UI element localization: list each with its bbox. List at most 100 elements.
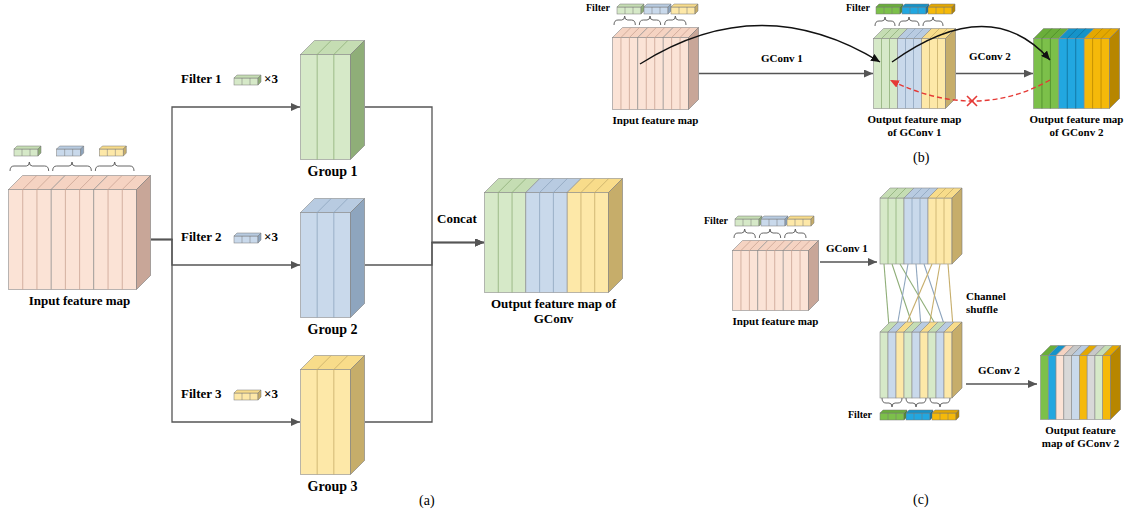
filter-icon [906,410,933,420]
slice-line [108,190,109,290]
shape-part [644,7,668,14]
slice-line [317,41,331,55]
shape-part [761,219,785,226]
slice-line [882,29,892,39]
slice-line [905,39,906,109]
shape-part [242,393,243,400]
shape-part [876,4,903,7]
shape-part [695,4,698,14]
filter-icon [234,390,261,400]
block-front [567,193,608,293]
panel-label: (c) [913,492,929,508]
feature-map: Output feature map of GConv 2 [1029,28,1125,138]
shape-part [940,413,941,420]
slice-line [937,39,938,109]
edge-label: Filter 2 [180,230,223,245]
block-front [920,332,928,398]
shape-part [803,219,804,226]
slice-line [333,55,334,160]
slice-line [553,179,567,193]
slice-line [334,356,348,370]
shape-part [735,219,759,226]
block-side [952,188,962,264]
map-caption: Input feature map [611,114,701,127]
slice-line [749,241,759,251]
shape-part [250,393,251,400]
block-front [9,190,52,290]
filter-icon [928,4,955,14]
slice-line [672,28,682,38]
shape-part [57,146,84,149]
map-caption: Output feature map of GConv 2 [1036,424,1126,449]
slice-line [936,188,946,198]
diagram-label: GConv 1 [826,242,868,255]
brace [10,162,49,171]
shape-part [22,149,23,156]
shape-part [956,410,959,420]
block-front [301,213,351,318]
shape-part [914,413,915,420]
shape-part [932,410,959,413]
shape-part [625,7,626,14]
block-side [351,41,365,160]
filter-icon [671,4,698,14]
diagram-label: Filter [846,2,870,14]
feature-map-block [300,198,365,318]
map-caption: Group 2 [293,322,373,338]
connector [151,240,300,423]
edge-label: GConv 2 [968,50,1012,63]
slice-line [539,193,540,293]
slice-line [800,251,801,311]
shape-part [880,410,907,413]
brace [899,17,919,26]
slice-line [581,179,595,193]
slice-line [749,251,750,311]
feature-block [880,322,962,398]
slice-line [938,29,948,39]
shape-part [72,149,73,156]
filter-icon [57,146,84,156]
slice-line [929,39,930,109]
slice-line [740,251,741,311]
block-front [1087,356,1095,420]
map-caption: Output feature map of GConv [489,297,619,327]
block-side [1111,346,1121,420]
slice-line [936,198,937,264]
connector [956,73,1033,74]
slice-line [1101,39,1102,109]
slice-line [122,176,136,190]
feature-map-block [1033,28,1120,109]
edge-label: Filter 1 [180,72,223,87]
shape-part [617,7,641,14]
slice-line [595,179,609,193]
shape-part [918,7,919,14]
block-front [1084,39,1109,109]
diagram-label: ×3 [264,72,278,87]
slice-line [766,241,776,251]
diagram-label: ×3 [264,230,278,245]
connector [365,243,484,423]
edge-label: GConv 1 [760,52,804,65]
feature-map: Group 3 [293,355,373,495]
shape-part [876,7,900,14]
shape-part [679,7,680,14]
shape-part [258,390,261,400]
feature-map: Input feature map [611,27,701,127]
brace [906,398,926,407]
feature-block [880,188,962,264]
shape-part [123,146,126,156]
panel-label: (a) [419,493,435,509]
shuffle-line [905,264,932,327]
feature-block [485,179,623,293]
slice-line [317,55,318,160]
slice-line [888,188,898,198]
filter-icon [99,146,126,156]
shape-part [944,7,945,14]
shape-part [928,4,955,7]
shape-part [641,4,644,14]
shuffle-line [900,264,937,327]
block-front [51,190,94,290]
shape-part [948,413,949,420]
slice-line [888,198,889,264]
